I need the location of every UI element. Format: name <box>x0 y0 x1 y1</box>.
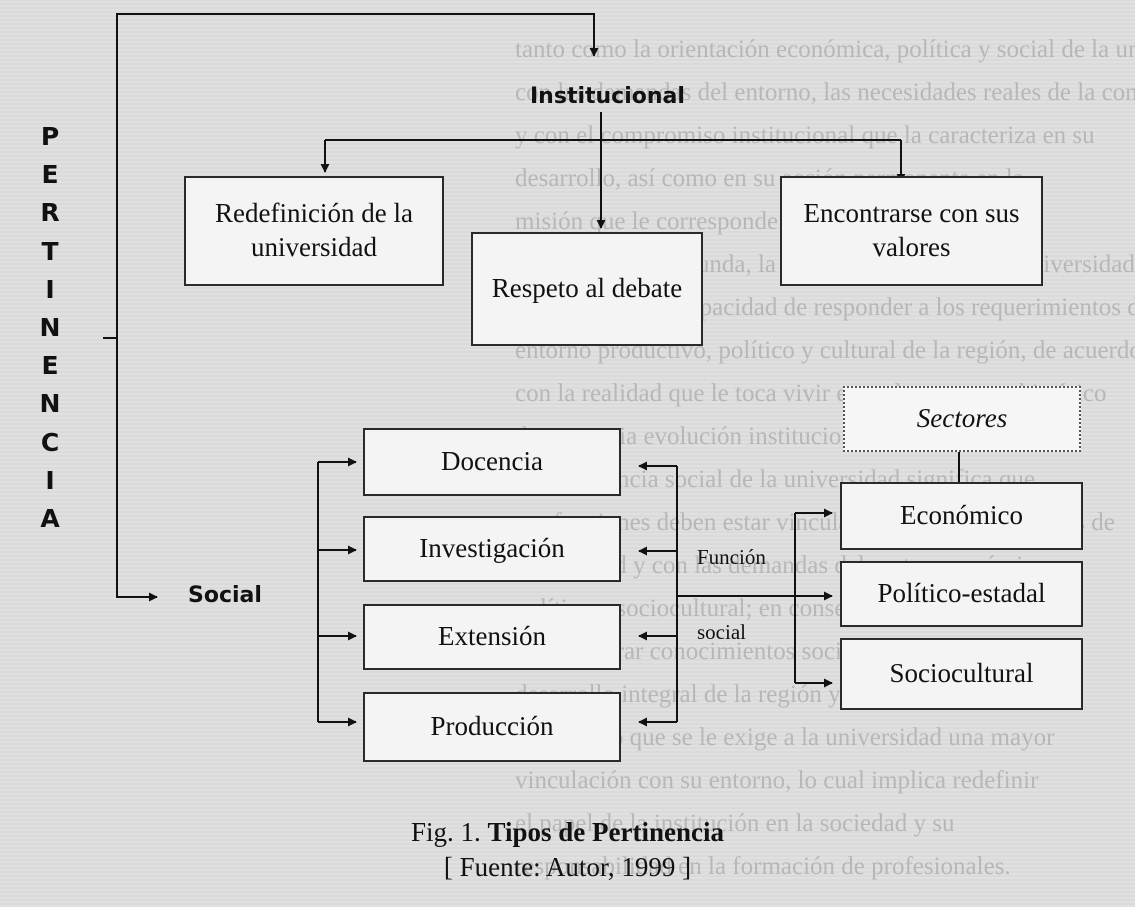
social-label: Social <box>188 583 262 608</box>
caption-prefix: Fig. 1. <box>410 817 488 847</box>
respeto-box: Respeto al debate <box>471 232 703 346</box>
caption-title: Tipos de Pertinencia <box>487 817 725 847</box>
vertical-letter: E <box>41 160 59 190</box>
sectores-box: Sectores <box>843 386 1081 452</box>
vertical-letter: N <box>39 389 61 419</box>
funcion-social-label: social <box>697 620 746 644</box>
vertical-letter: I <box>45 465 55 495</box>
redefinicion-box: Redefinición de la universidad <box>184 176 444 286</box>
economico-box: Económico <box>840 482 1083 550</box>
institucional-label: Institucional <box>530 84 685 109</box>
vertical-letter: P <box>40 122 60 151</box>
vertical-letter: N <box>39 313 61 343</box>
produccion-box: Producción <box>363 692 621 762</box>
vertical-letter: I <box>45 274 55 304</box>
vertical-letter: A <box>40 504 60 534</box>
funcion-label: Función <box>697 545 766 569</box>
vertical-letter: R <box>40 198 60 228</box>
figure-caption: Fig. 1. Tipos de Pertinencia <box>0 815 1135 849</box>
docencia-box: Docencia <box>363 428 621 496</box>
extension-box: Extensión <box>363 604 621 670</box>
trunk-line <box>116 13 599 598</box>
figure-source: [ Fuente: Autor, 1999 ] <box>443 852 692 882</box>
vertical-letter: T <box>41 236 59 266</box>
sociocultural-box: Sociocultural <box>840 638 1083 710</box>
arrow-to-social <box>116 592 158 602</box>
pertinencia-vertical-label: P E R T I N E N C I A <box>35 118 65 538</box>
vertical-letter: E <box>41 351 59 381</box>
encontrarse-box: Encontrarse con sus valores <box>780 176 1043 286</box>
politico-box: Político-estadal <box>840 561 1083 627</box>
investigacion-box: Investigación <box>363 516 621 582</box>
vertical-letter: C <box>40 427 60 457</box>
